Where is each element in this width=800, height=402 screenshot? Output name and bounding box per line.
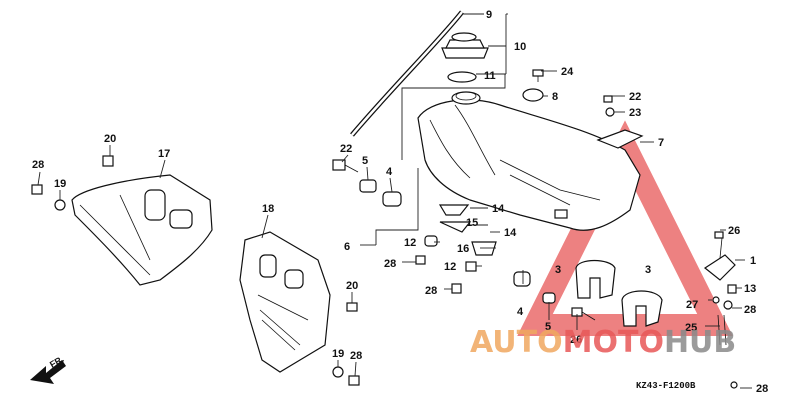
callout: 25 xyxy=(685,322,697,334)
callout: 8 xyxy=(552,91,558,103)
callout: 26 xyxy=(728,225,740,237)
fuel-tank xyxy=(417,91,641,231)
callout: 3 xyxy=(555,264,561,276)
left-shroud xyxy=(71,174,213,286)
callout: 20 xyxy=(104,133,116,145)
leader-lines xyxy=(37,13,752,389)
callout: 4 xyxy=(386,166,393,178)
watermark-part2: MOTO xyxy=(563,325,664,360)
callout: 28 xyxy=(744,304,756,316)
callout: 9 xyxy=(486,9,492,21)
diagram-code: KZ43-F1200B xyxy=(636,381,696,391)
watermark-logo: AUTOMOTOHUB xyxy=(470,325,736,360)
callout: 19 xyxy=(54,178,66,190)
callout: 28 xyxy=(32,159,44,171)
callout: 14 xyxy=(492,203,505,215)
callout: 28 xyxy=(756,383,768,395)
callout: 12 xyxy=(404,237,416,249)
callout: 17 xyxy=(158,148,170,160)
watermark-part3: HUB xyxy=(664,325,736,360)
callout: 28 xyxy=(425,285,437,297)
callout: 28 xyxy=(350,350,362,362)
callout: 23 xyxy=(629,107,641,119)
callout: 20 xyxy=(346,280,358,292)
callout: 22 xyxy=(629,91,641,103)
right-shroud xyxy=(239,231,331,373)
callout: 4 xyxy=(517,306,524,318)
callout: 27 xyxy=(686,299,698,311)
callout: 12 xyxy=(444,261,456,273)
svg-text:AUTOMOTOHUB: AUTOMOTOHUB xyxy=(470,325,736,360)
callout: 14 xyxy=(504,227,517,239)
front-direction-arrow-icon xyxy=(30,360,66,384)
callout: 15 xyxy=(466,217,478,229)
callout-numbers: 9 10 11 24 8 22 23 7 22 5 4 6 14 15 14 1… xyxy=(32,9,768,395)
fuel-cap xyxy=(441,32,489,59)
callout: 22 xyxy=(340,143,352,155)
callout: 28 xyxy=(384,258,396,270)
cap-seal-ring xyxy=(447,71,477,83)
callout: 5 xyxy=(362,155,368,167)
callout: 13 xyxy=(744,283,756,295)
callout: 16 xyxy=(457,243,469,255)
callout: 11 xyxy=(484,70,496,82)
callout: 1 xyxy=(750,255,756,267)
callout: 19 xyxy=(332,348,344,360)
callout: 5 xyxy=(545,321,551,333)
callout: 24 xyxy=(561,66,574,78)
callout: 10 xyxy=(514,41,526,53)
callout: 18 xyxy=(262,203,274,215)
hardware-parts xyxy=(31,69,738,389)
callout: 26 xyxy=(570,334,582,346)
callout: 3 xyxy=(645,264,651,276)
callout: 7 xyxy=(658,137,664,149)
watermark-part1: AUTO xyxy=(470,325,563,360)
callout: 6 xyxy=(344,241,350,253)
